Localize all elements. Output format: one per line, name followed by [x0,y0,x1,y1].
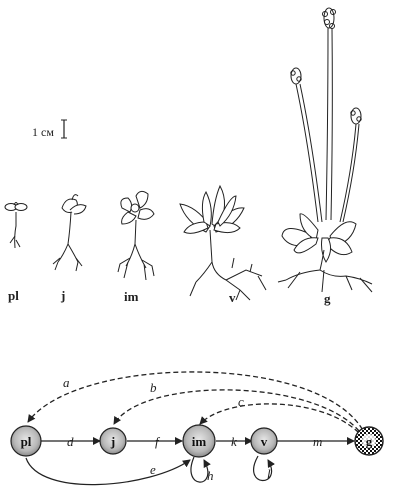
node-label-pl: pl [21,434,32,449]
node-v: v [250,427,278,455]
edge-a [27,371,371,453]
node-label-im: im [192,434,207,449]
edge-label-e: e [150,462,156,477]
plant-illustration-j [52,194,87,272]
edge-h [190,456,211,483]
node-j: j [99,427,127,455]
edge-label-h: h [207,468,214,483]
node-label-v: v [261,434,268,449]
plant-label-j: j [60,288,65,303]
dashed-arcs [27,371,373,453]
scale-bar: 1 см [32,119,67,139]
plant-illustration-im [117,190,155,281]
node-label-j: j [110,434,115,449]
plant-illustration-g [277,7,373,293]
edge-label-m: m [313,434,322,449]
edge-label-k: k [231,434,237,449]
node-pl: pl [10,425,42,457]
scale-bar-label: 1 см [32,125,54,139]
solid-edges [25,437,355,486]
node-im: im [182,424,216,458]
edge-label-a: a [63,375,70,390]
edge-label-f: f [155,434,161,449]
plant-label-pl: pl [8,288,19,303]
plant-label-v: v [229,290,236,305]
edge-b [113,389,371,453]
plant-illustration-pl [4,202,28,249]
edge-label-c: c [238,394,244,409]
edge-l [253,455,275,482]
edge-c [199,403,373,453]
edge-label-l: l [267,466,271,481]
node-g: g [354,426,384,456]
plant-label-im: im [124,289,139,304]
plant-label-g: g [324,291,331,306]
node-label-g: g [366,434,373,449]
edge-labels: a b c d e f h k l m [63,375,322,483]
edge-label-b: b [150,380,157,395]
plant-illustration-v [179,184,267,301]
edge-label-d: d [67,434,74,449]
edge-e [25,457,191,486]
